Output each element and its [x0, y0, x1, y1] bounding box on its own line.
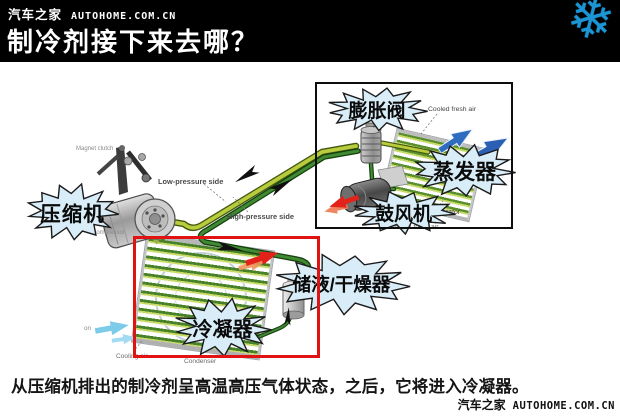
starburst-shape — [328, 87, 428, 132]
expansion-valve-device — [360, 122, 382, 164]
annotation-high-pressure-side: High-pressure side — [227, 212, 294, 221]
label-burst-blower: 鼓风机 — [349, 190, 458, 235]
expansion-valve-label: 膨胀阀 — [348, 101, 406, 122]
starburst-shape — [26, 182, 120, 241]
footer-brand-text: 汽车之家 — [457, 398, 506, 412]
starburst-shape — [353, 190, 456, 235]
evaporator-label: 蒸发器 — [433, 160, 496, 184]
condenser-label: 冷凝器 — [192, 319, 253, 341]
blower-label: 鼓风机 — [374, 204, 432, 225]
brand-domain-text: AUTOHOME.COM.CN — [71, 11, 177, 22]
annotation-magnet-clutch: Magnet clutch — [76, 146, 114, 152]
snowflake-icon: ❄ — [560, 0, 620, 57]
caption-text: 从压缩机排出的制冷剂呈高温高压气体状态，之后，它将进入冷凝器。 — [11, 378, 529, 396]
label-burst-compressor: 压缩机 — [24, 182, 121, 242]
label-burst-condenser: 冷凝器 — [171, 297, 274, 358]
page-title: 制冷剂接下来去哪？ — [7, 27, 260, 57]
starburst-shape — [175, 297, 272, 358]
condenser-highlight-frame — [133, 236, 320, 358]
header-bar: 汽车之家 AUTOHOME.COM.CN 制冷剂接下来去哪？ ❄ — [0, 0, 620, 62]
ac-system-illustration: Cooled fresh air Low-pressure side High-… — [0, 62, 620, 374]
annotation-fragment: on — [84, 325, 92, 332]
compressor-label: 压缩机 — [40, 203, 105, 226]
starburst-shape — [413, 143, 516, 197]
annotation-cooling-air: Cooling air — [116, 353, 148, 360]
label-burst-evaporator: 蒸发器 — [411, 142, 518, 199]
footer-watermark: 汽车之家 AUTOHOME.COM.CN — [458, 396, 615, 413]
brand-logo-text: 汽车之家 — [8, 8, 63, 22]
evaporator-unit-frame — [315, 82, 513, 229]
label-burst-expansion-valve: 膨胀阀 — [324, 86, 430, 133]
annotation-low-pressure-side: Low-pressure side — [158, 177, 224, 186]
starburst-shape — [274, 253, 411, 316]
annotation-cooled-fresh-air: Cooled fresh air — [428, 106, 476, 113]
annotation-compressor: Compressor — [92, 230, 125, 236]
footer-brand-domain: AUTOHOME.COM.CN — [512, 400, 615, 412]
site-branding: 汽车之家 AUTOHOME.COM.CN — [8, 4, 176, 23]
annotation-condenser: Condenser — [184, 358, 217, 365]
